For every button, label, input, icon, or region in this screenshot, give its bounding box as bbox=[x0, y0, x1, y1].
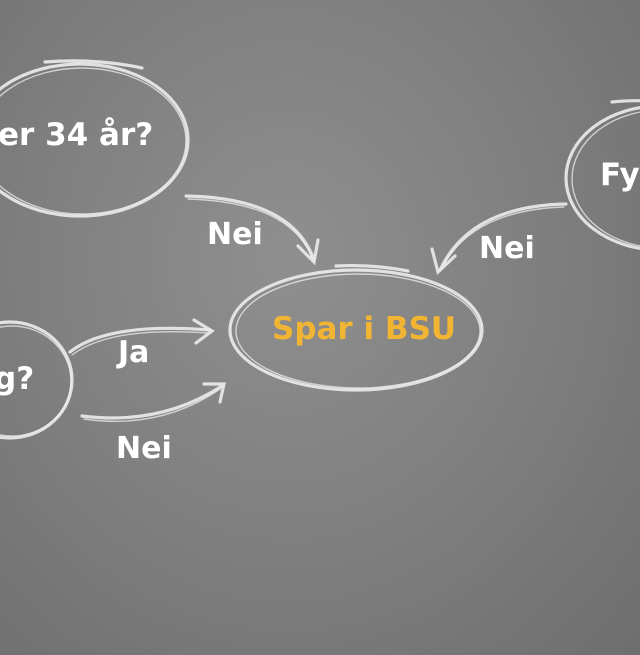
node-goal: Spar i BSU bbox=[272, 314, 456, 345]
node-left-question-outline bbox=[0, 320, 74, 440]
node-goal-text: Spar i BSU bbox=[272, 311, 457, 347]
node-right-question-text: Fyl bbox=[600, 157, 640, 193]
node-right-question: Fyl bbox=[600, 160, 640, 191]
edge-left-to-goal-no bbox=[80, 382, 226, 423]
edge-age-to-goal bbox=[184, 194, 320, 266]
edge-right-to-goal bbox=[430, 202, 568, 276]
node-goal-outline bbox=[228, 263, 484, 392]
node-right-question-outline bbox=[564, 99, 640, 250]
node-age-question: er 34 år? bbox=[0, 120, 153, 151]
node-left-question: g? bbox=[0, 364, 34, 395]
node-age-question-outline bbox=[0, 59, 190, 218]
edge-label-age-to-goal: Nei bbox=[207, 217, 263, 252]
edge-left-to-goal-yes bbox=[68, 318, 215, 356]
edge-label-left-to-goal-yes: Ja bbox=[118, 335, 150, 370]
node-left-question-text: g? bbox=[0, 361, 35, 397]
node-age-question-text: er 34 år? bbox=[0, 117, 154, 153]
edge-label-right-to-goal: Nei bbox=[479, 231, 535, 266]
edge-label-left-to-goal-no: Nei bbox=[116, 431, 172, 466]
